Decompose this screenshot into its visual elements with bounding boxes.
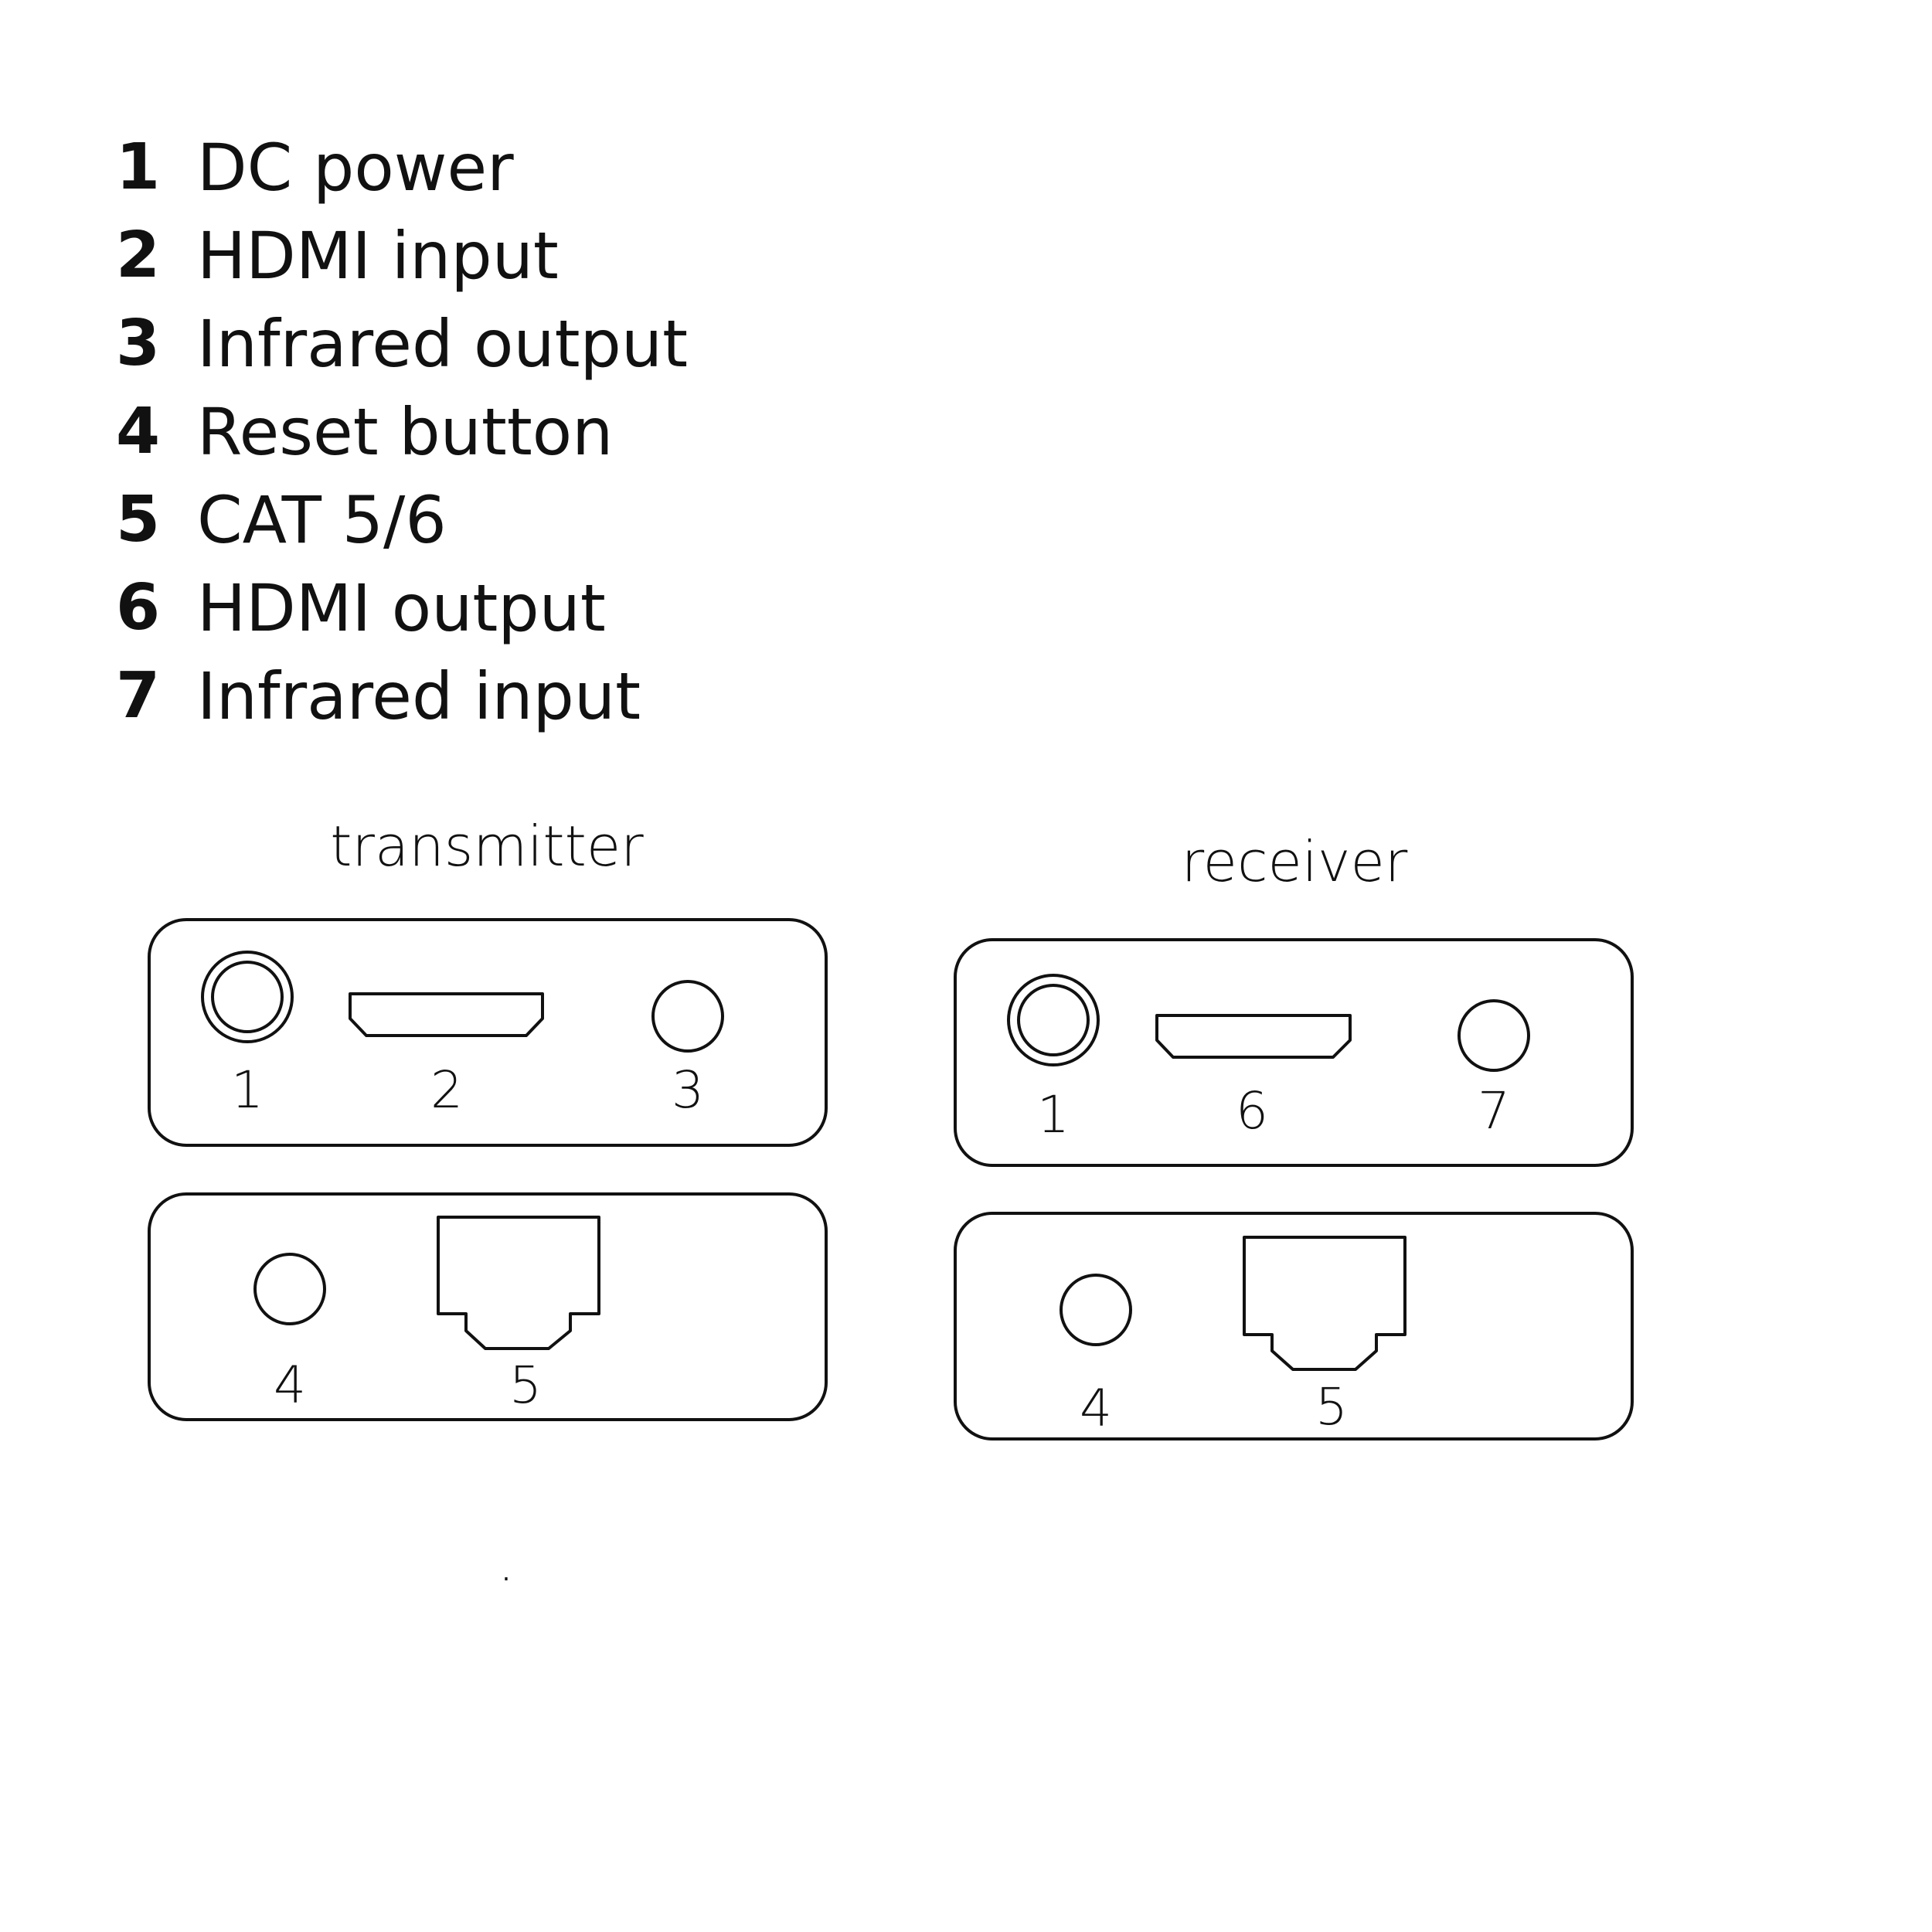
legend-item-infrared-input: 7 Infrared input — [116, 652, 688, 740]
receiver-front-panel: 1 6 7 — [954, 938, 1634, 1167]
receiver-rear-panel-outline — [954, 1212, 1634, 1440]
footer-dot: . — [498, 1533, 515, 1593]
cat-5-6-port-icon — [1243, 1236, 1406, 1371]
legend-label: HDMI input — [197, 218, 559, 294]
transmitter-front-panel: 1 2 3 — [148, 918, 828, 1147]
legend-item-hdmi-input: 2 HDMI input — [116, 212, 688, 300]
legend-number: 5 — [116, 483, 161, 556]
hdmi-input-icon — [349, 992, 544, 1037]
port-number: 4 — [1080, 1379, 1112, 1438]
port-number: 7 — [1478, 1081, 1510, 1141]
legend-item-cat-5-6: 5 CAT 5/6 — [116, 476, 688, 564]
port-number: 1 — [1037, 1085, 1070, 1145]
infrared-input-icon — [1458, 999, 1530, 1072]
transmitter-rear-panel-outline — [148, 1192, 828, 1421]
transmitter-rear-panel: 4 5 — [148, 1192, 828, 1421]
port-number: 6 — [1236, 1081, 1268, 1141]
reset-button-icon — [1060, 1274, 1132, 1346]
dc-power-icon — [1007, 974, 1100, 1066]
legend-number: 1 — [116, 131, 161, 204]
legend-number: 2 — [116, 219, 161, 292]
port-number: 2 — [430, 1060, 463, 1120]
legend-number: 6 — [116, 571, 161, 645]
legend-item-reset-button: 4 Reset button — [116, 388, 688, 476]
port-number: 4 — [274, 1355, 306, 1415]
legend-item-hdmi-output: 6 HDMI output — [116, 564, 688, 652]
infrared-output-icon — [651, 980, 724, 1053]
port-number: 5 — [1315, 1377, 1348, 1437]
reset-button-icon — [253, 1253, 326, 1325]
port-number: 1 — [231, 1060, 264, 1120]
legend-number: 7 — [116, 659, 161, 733]
port-legend: 1 DC power 2 HDMI input 3 Infrared outpu… — [116, 124, 688, 740]
legend-label: DC power — [197, 130, 514, 206]
hdmi-output-icon — [1155, 1014, 1352, 1059]
legend-label: HDMI output — [197, 570, 606, 646]
receiver-front-panel-outline — [954, 938, 1634, 1167]
legend-item-infrared-output: 3 Infrared output — [116, 300, 688, 388]
port-number: 3 — [672, 1060, 704, 1120]
cat-5-6-port-icon — [437, 1216, 600, 1350]
receiver-rear-panel: 4 5 — [954, 1212, 1634, 1440]
legend-number: 3 — [116, 307, 161, 380]
legend-item-dc-power: 1 DC power — [116, 124, 688, 212]
legend-label: CAT 5/6 — [197, 482, 447, 558]
legend-label: Infrared input — [197, 658, 641, 734]
dc-power-icon — [201, 951, 294, 1043]
port-number: 5 — [509, 1355, 542, 1415]
transmitter-front-panel-outline — [148, 918, 828, 1147]
receiver-title: receiver — [1182, 829, 1408, 894]
legend-label: Reset button — [197, 394, 614, 470]
legend-number: 4 — [116, 395, 161, 468]
transmitter-title: transmitter — [330, 814, 644, 879]
legend-label: Infrared output — [197, 306, 689, 382]
